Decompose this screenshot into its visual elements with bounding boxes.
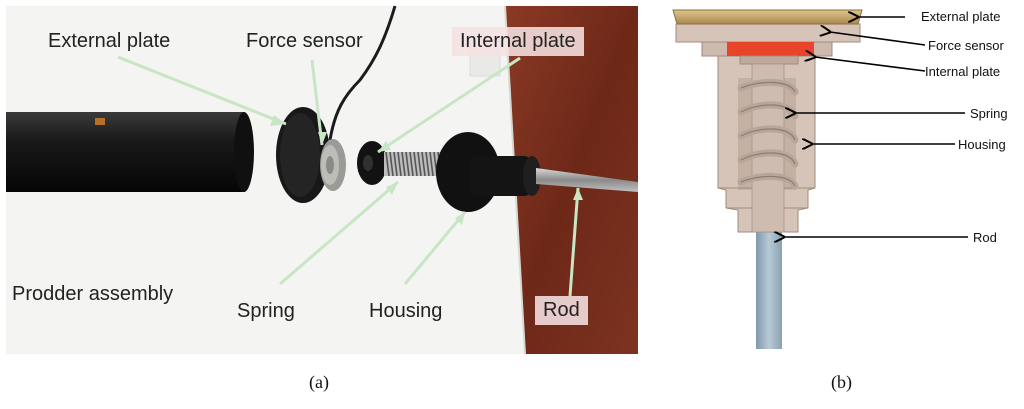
panel-a-pointers xyxy=(117,55,580,297)
internal-plate-section xyxy=(739,55,799,65)
prodder-tube xyxy=(6,112,254,192)
spring-coil xyxy=(421,151,426,177)
panel-a-photo xyxy=(6,5,638,355)
rod-part xyxy=(536,168,638,192)
label-spring-b: Spring xyxy=(970,106,1008,121)
label-internal-plate-a: Internal plate xyxy=(452,27,584,56)
panel-b-pointers xyxy=(784,17,968,237)
sensor-cable xyxy=(328,5,397,141)
label-force-sensor-a: Force sensor xyxy=(246,30,363,52)
force-sensor-part xyxy=(320,139,346,191)
spring-coil xyxy=(409,151,414,177)
housing-part xyxy=(436,132,541,212)
label-force-sensor-b: Force sensor xyxy=(928,38,1004,53)
spring-coil xyxy=(405,151,410,177)
label-rod-a: Rod xyxy=(535,296,588,325)
spring-coil xyxy=(413,151,418,177)
external-plate-section xyxy=(672,9,863,25)
spring-coil xyxy=(425,151,430,177)
label-external-plate-a: External plate xyxy=(48,30,171,52)
caption-b: (b) xyxy=(831,372,852,392)
spring-coil xyxy=(389,151,394,177)
spring-coil xyxy=(397,151,402,177)
spring-coil xyxy=(417,151,422,177)
label-spring-a: Spring xyxy=(237,300,295,322)
rod-section xyxy=(756,232,782,349)
label-housing-b: Housing xyxy=(958,137,1006,152)
label-rod-b: Rod xyxy=(973,230,997,245)
label-prodder-assembly: Prodder assembly xyxy=(12,283,174,305)
label-external-plate-b: External plate xyxy=(921,9,1001,24)
spring-coil xyxy=(429,151,434,177)
label-housing-a: Housing xyxy=(369,300,443,322)
panel-a-pointer-heads xyxy=(270,115,583,225)
force-sensor-section xyxy=(727,42,814,56)
panel-b-diagram xyxy=(672,9,968,349)
label-internal-plate-b: Internal plate xyxy=(925,64,1001,79)
spring-coil xyxy=(393,151,398,177)
caption-a: (a) xyxy=(309,372,329,392)
spring-coil xyxy=(401,151,406,177)
spring-coil xyxy=(385,151,390,177)
